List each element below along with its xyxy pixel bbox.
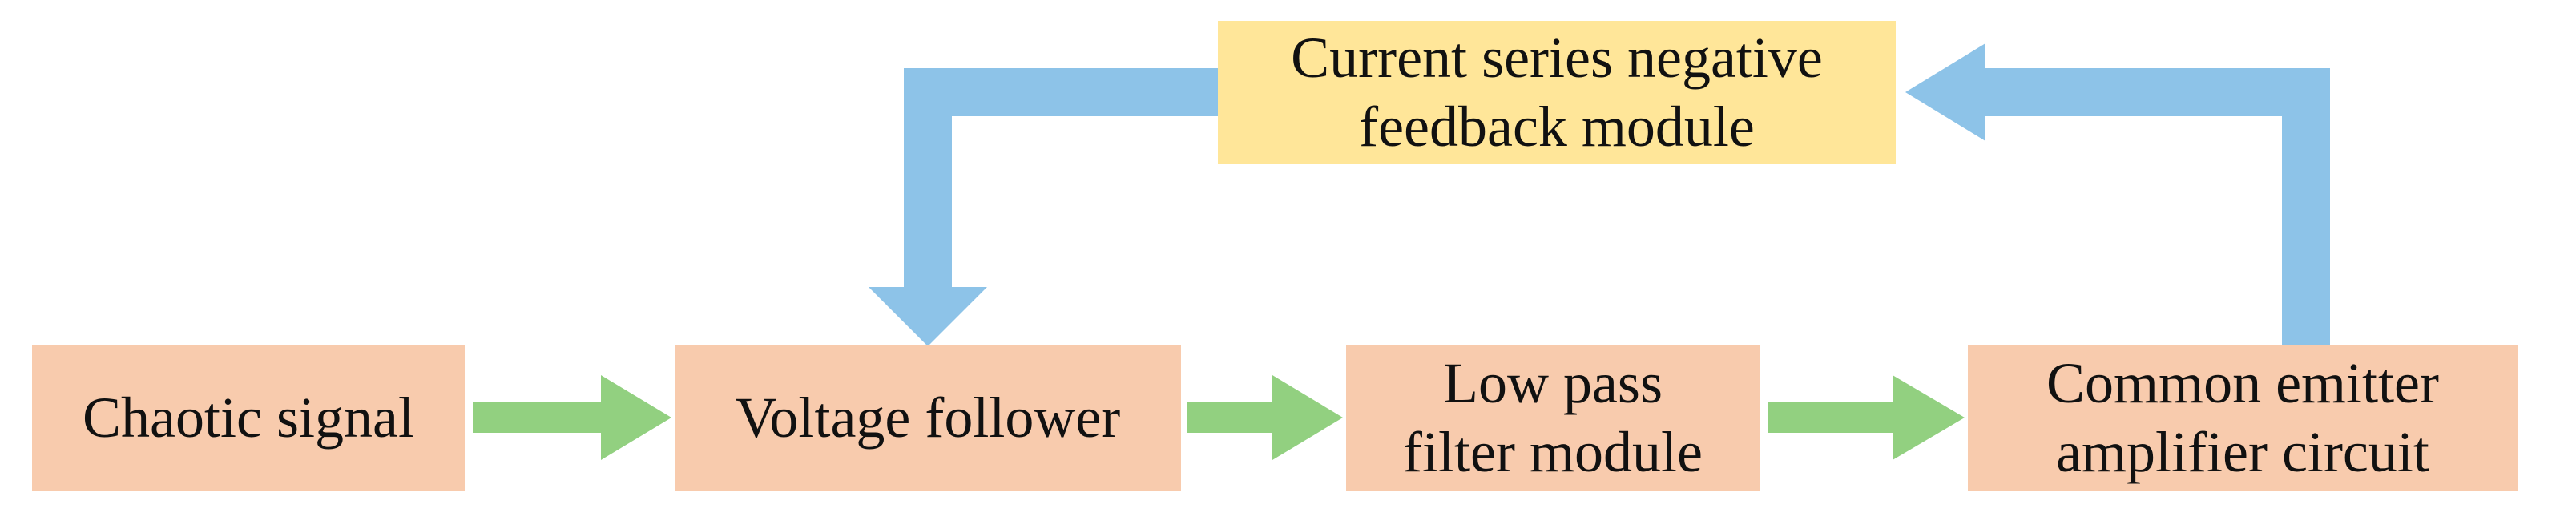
common-emitter-label: Common emitter amplifier circuit <box>2046 351 2439 484</box>
feedback-module-block-bg <box>1218 21 1896 164</box>
common-emitter-block-bg <box>1968 345 2518 491</box>
forward-arrow-chaotic-to-voltage <box>473 375 671 460</box>
feedback-module-block: Current series negative feedback module <box>1218 21 1896 164</box>
voltage-follower-block-bg <box>675 345 1181 491</box>
low-pass-filter-block: Low pass filter module <box>1346 345 1760 491</box>
chaotic-signal-block: Chaotic signal <box>32 345 465 491</box>
common-emitter-block: Common emitter amplifier circuit <box>1968 345 2518 491</box>
forward-arrow-voltage-to-lowpass <box>1187 375 1343 460</box>
voltage-follower-label: Voltage follower <box>735 386 1121 450</box>
voltage-follower-block: Voltage follower <box>675 345 1181 491</box>
low-pass-filter-block-bg <box>1346 345 1760 491</box>
chaotic-signal-label: Chaotic signal <box>83 386 414 450</box>
feedback-arrow-feedback-to-voltage <box>869 68 1218 346</box>
low-pass-filter-label: Low pass filter module <box>1403 351 1703 484</box>
feedback-arrow-common-to-feedback <box>1905 43 2330 345</box>
chaotic-signal-block-bg <box>32 345 465 491</box>
forward-arrow-lowpass-to-common <box>1768 375 1965 460</box>
feedback-module-label: Current series negative feedback module <box>1291 26 1823 159</box>
